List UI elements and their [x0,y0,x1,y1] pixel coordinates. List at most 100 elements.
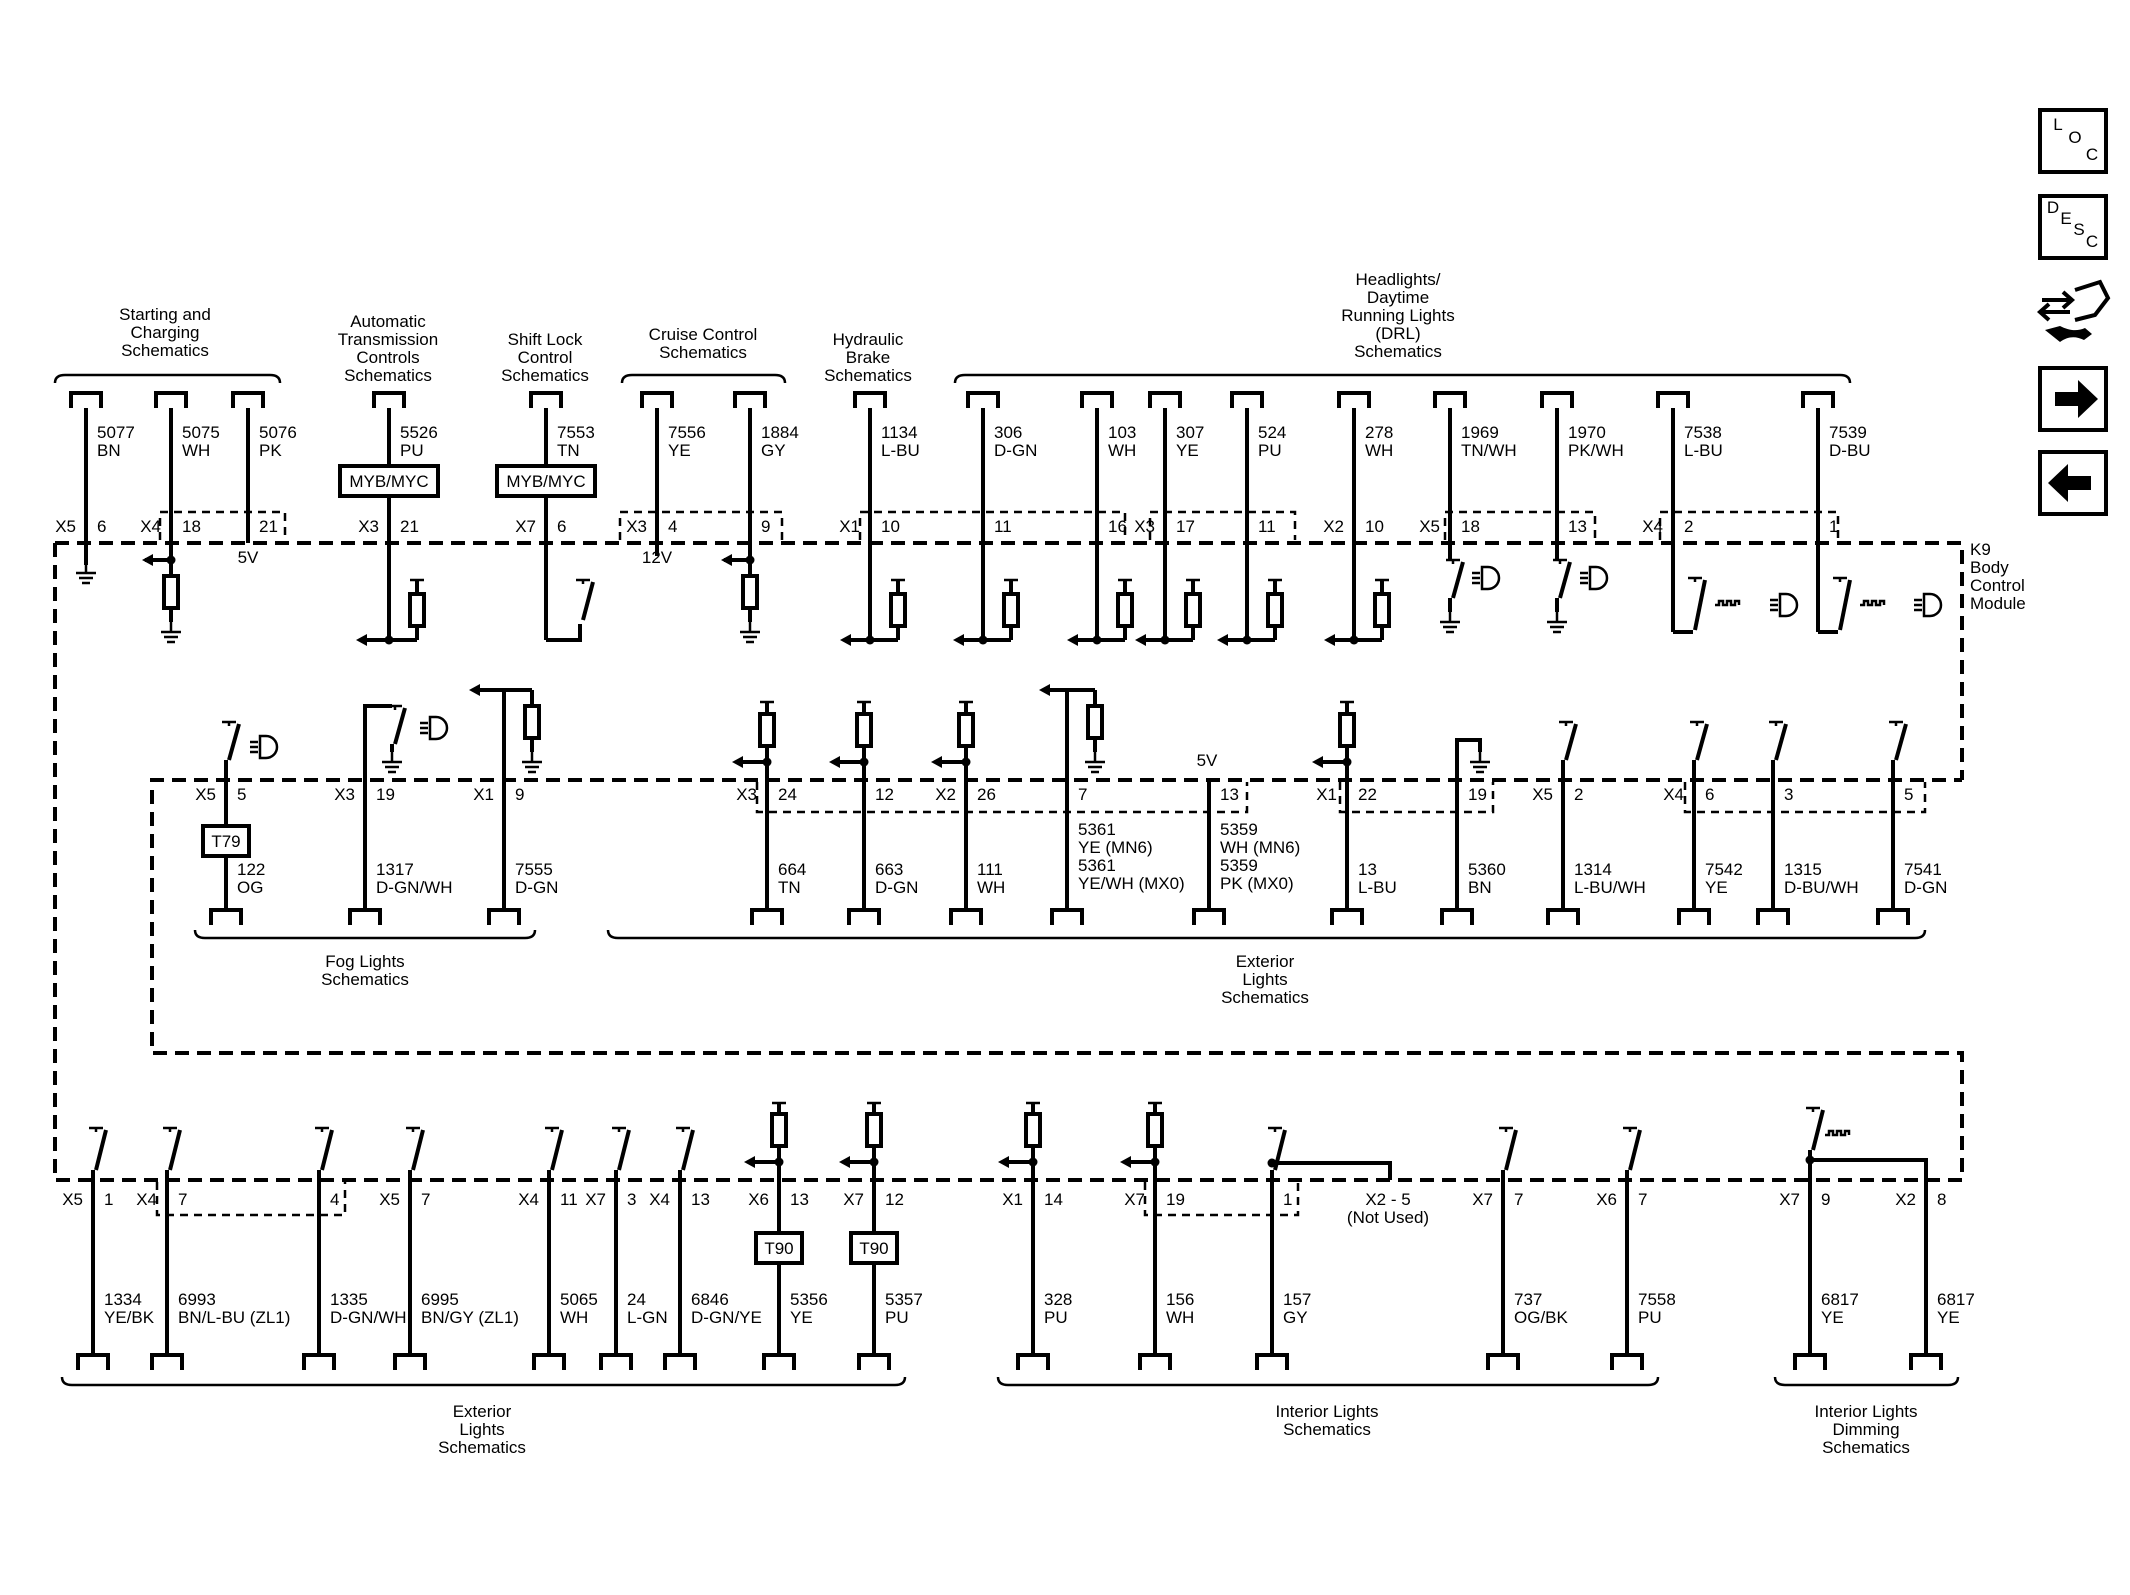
circuit-number: 6817 [1821,1290,1859,1309]
wire-color: OG [237,878,263,897]
pin-number: 11 [560,1190,578,1209]
wire-color: WH [1365,441,1393,460]
wire-color: D-GN/WH [330,1308,406,1327]
connector-symbol [302,1353,336,1370]
switch-blade [1451,561,1465,599]
pin-number: 3 [1784,785,1793,804]
loc-button[interactable]: LOC [2038,108,2108,174]
arrow-left-icon [2048,464,2091,502]
wire-color: YE [790,1308,813,1327]
pin-number: 10 [1365,517,1384,536]
switch-icon [1769,720,1788,761]
resistor-icon [855,712,873,748]
switch-icon [1690,720,1709,761]
ground-icon [1085,752,1105,774]
group-bracket [1773,1376,1960,1387]
connector-symbol [529,391,563,408]
group-label: Control [518,348,573,367]
pin-number: 12 [885,1190,904,1209]
wire-color: YE/WH (MX0) [1078,874,1185,893]
arrow-left-icon [840,634,851,646]
arrow-left-icon [732,756,743,768]
connector-id: X7 [1124,1190,1145,1209]
pin-number: 3 [627,1190,636,1209]
switch-icon [1499,1126,1518,1171]
connector-symbol [1016,1353,1050,1370]
unused-pin-note: (Not Used) [1347,1208,1429,1227]
resistor-icon [889,592,907,628]
pin-number: 13 [1220,785,1239,804]
ground-icon [740,622,760,644]
circuit-number: 24 [627,1290,646,1309]
resistor-icon [1266,592,1284,628]
resistor-icon [1116,592,1134,628]
circuit-number: 1334 [104,1290,142,1309]
group-label: Shift Lock [508,330,583,349]
connector-symbol [69,391,103,408]
circuit-number: 103 [1108,423,1136,442]
arrow-left-icon [1067,634,1078,646]
wire-color: PK/WH [1568,441,1624,460]
circuit-number: 7542 [1705,860,1743,879]
connector-id: X2 [1895,1190,1916,1209]
pin-number: 21 [400,517,419,536]
wire-color: D-BU [1829,441,1871,460]
pin-number: 1 [1829,517,1838,536]
resistor-icon [1338,712,1356,748]
group-label: Charging [131,323,200,342]
component-label: MYB/MYC [349,472,428,491]
connector-id: X4 [649,1190,670,1209]
module-label: Body [1970,558,2009,577]
circuit-number: 663 [875,860,903,879]
circuit-number: 664 [778,860,806,879]
connector-id: X1 [473,785,494,804]
circuit-number: 306 [994,423,1022,442]
circuit-number: 6993 [178,1290,216,1309]
next-button[interactable] [2038,366,2108,432]
circuit-number: 1315 [1784,860,1822,879]
wire-color: YE [1705,878,1728,897]
connector-symbol [1486,1353,1520,1370]
ground-icon [1547,612,1567,634]
lamp-bulb [1588,565,1609,591]
connector-symbol [1192,908,1226,925]
connector-symbol [966,391,1000,408]
voltage-note: 5V [1197,751,1218,770]
connector-symbol [150,1353,184,1370]
wire-color: TN [778,878,801,897]
group-label: Dimming [1832,1420,1899,1439]
connector-wrench-icon[interactable] [2036,279,2111,342]
ground-icon [382,752,402,774]
connector-id: X7 [1779,1190,1800,1209]
group-bracket [620,373,787,384]
switch-blade [411,1129,425,1171]
wire-color: WH [977,878,1005,897]
splice-dot [166,555,176,565]
connector-symbol [857,1353,891,1370]
previous-button[interactable] [2038,450,2108,516]
resistor-icon [865,1112,883,1148]
lamp-bulb [1480,565,1501,591]
wire-path [363,704,392,780]
circuit-number: 122 [237,860,265,879]
connector-symbol [231,391,265,408]
connector-symbol [663,1353,697,1370]
connector-symbol [1433,391,1467,408]
switch-icon [1559,720,1578,761]
pin-number: 13 [1568,517,1587,536]
switch-icon [1688,576,1707,631]
wire-color: YE (MN6) [1078,838,1153,857]
